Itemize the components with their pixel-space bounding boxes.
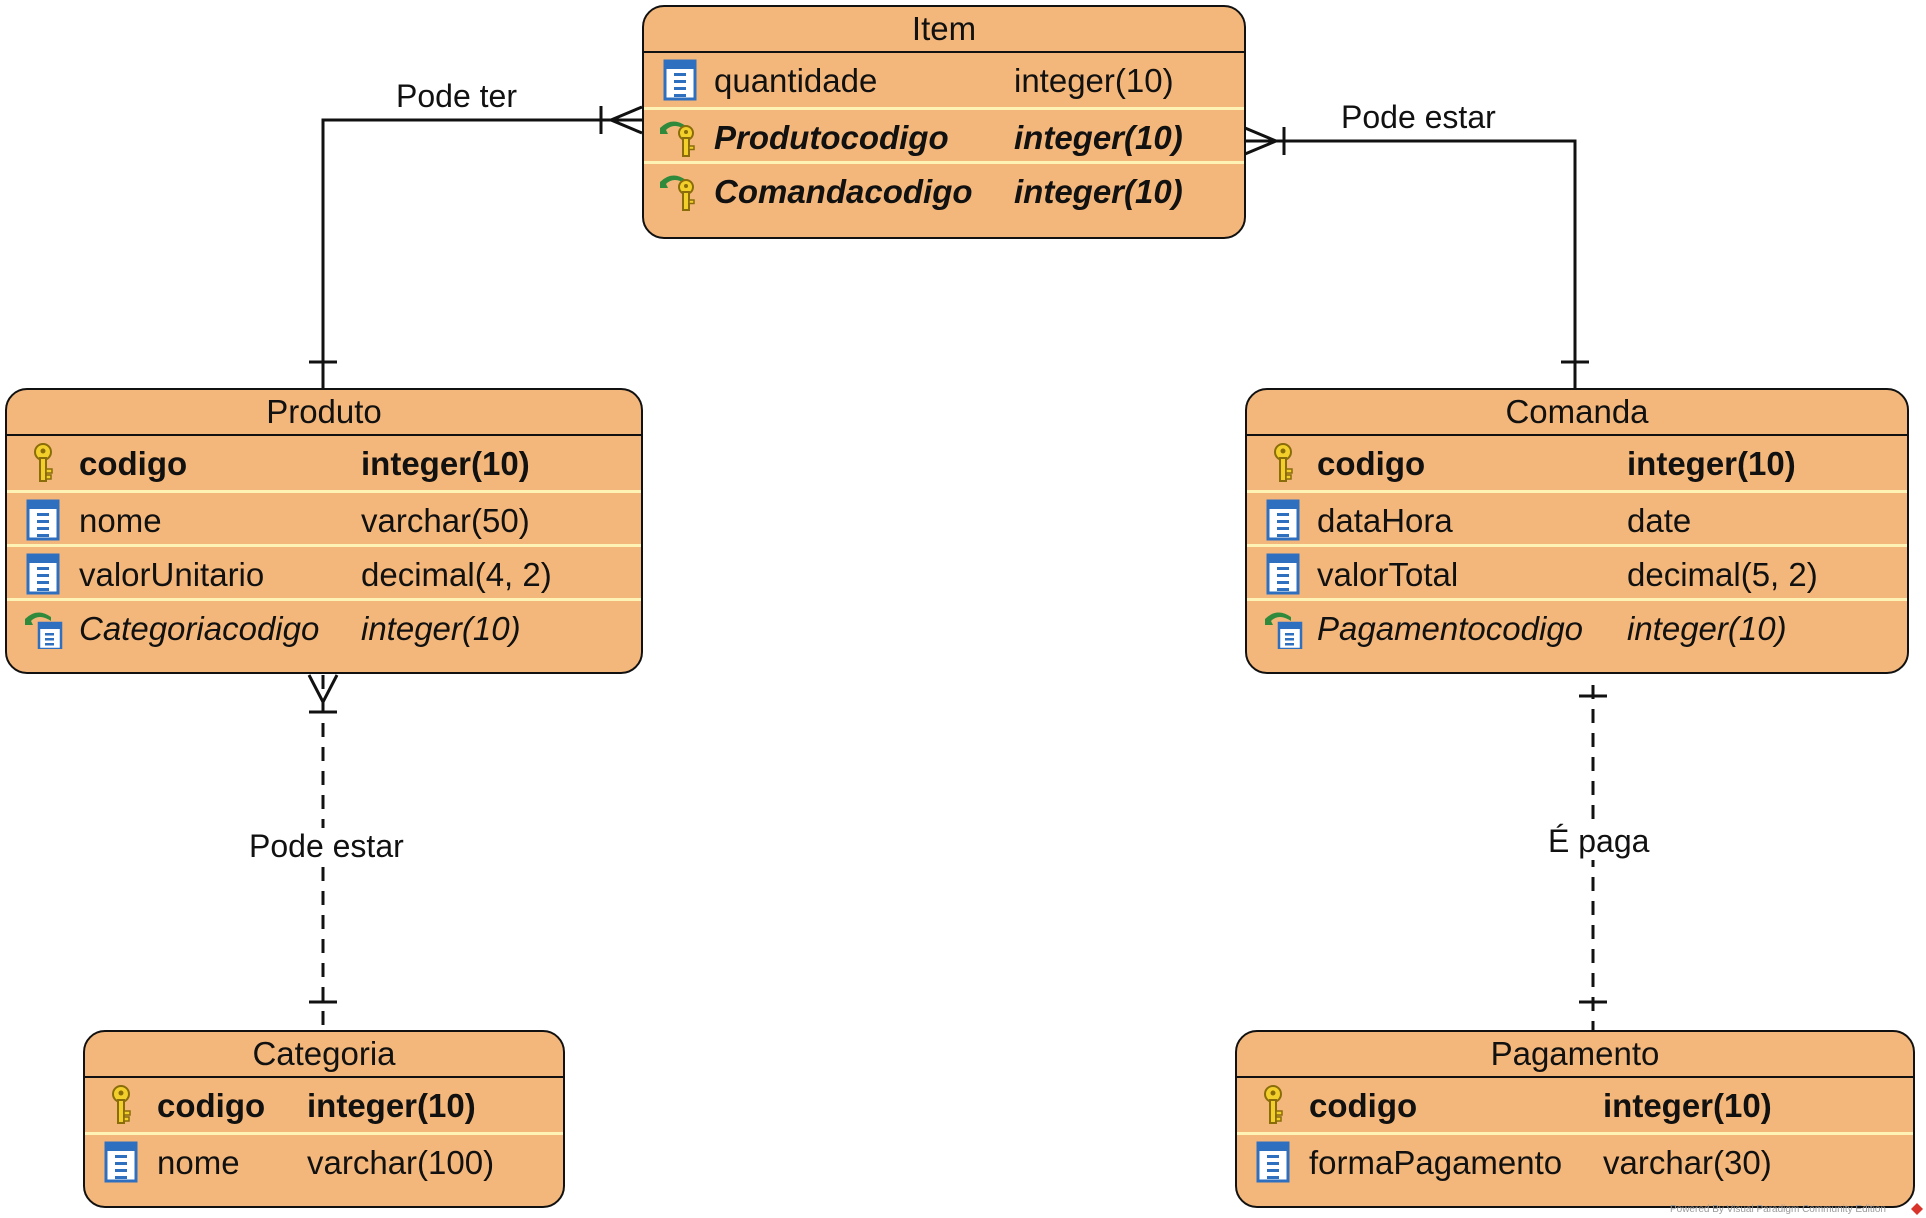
column-type: decimal(5, 2) [1627,556,1818,593]
column-name: Pagamentocodigo [1317,610,1584,647]
column-row[interactable]: codigo integer(10) [7,436,641,490]
rel-line-pode-ter [321,118,642,390]
column-name: quantidade [714,62,878,99]
column-type: integer(10) [1603,1087,1772,1124]
column-row[interactable]: Categoriacodigo integer(10) [7,598,641,652]
column-type: date [1627,502,1692,539]
column-row[interactable]: Comandacodigo integer(10) [644,161,1244,215]
column-row[interactable]: codigo integer(10) [85,1078,563,1132]
rel-label-e-paga: É paga [1546,823,1652,860]
column-row[interactable]: valorTotal decimal(5, 2) [1247,544,1907,598]
column-name: codigo [157,1087,266,1124]
rel-line-pode-estar-comanda [1245,139,1577,390]
entity-title: Comanda [1247,390,1907,436]
column-type: integer(10) [361,445,530,482]
column-row[interactable]: nome varchar(100) [85,1132,563,1186]
column-type: integer(10) [1014,173,1183,210]
column-type: integer(10) [1014,62,1174,99]
column-name: codigo [79,445,188,482]
column-icon [660,59,700,101]
rel-label-pode-ter: Pode ter [396,78,517,114]
column-name: codigo [1309,1087,1418,1124]
column-list: codigo integer(10) formaPagamento varchar(3… [1237,1078,1913,1186]
column-list: quantidade integer(10) Produtocodigo intege… [644,53,1244,215]
column-name: dataHora [1317,502,1453,539]
column-type: integer(10) [307,1087,476,1124]
column-type: integer(10) [361,610,521,647]
column-icon [23,499,63,541]
primary-key-icon [101,1084,141,1126]
footer-credit: Powered By Visual Paradigm Community Edi… [1669,1204,1886,1215]
entity-categoria[interactable]: Categoria codigo integer(10) nome varchar(1… [83,1030,565,1208]
column-row[interactable]: codigo integer(10) [1247,436,1907,490]
many-crow-produto [307,674,339,706]
entity-produto[interactable]: Produto codigo integer(10) nome varchar(50)… [5,388,643,674]
column-row[interactable]: Produtocodigo integer(10) [644,107,1244,161]
column-list: codigo integer(10) dataHora date valorTotal d… [1247,436,1907,652]
column-icon [1263,553,1303,595]
column-type: integer(10) [1014,119,1183,156]
column-name: nome [157,1144,240,1181]
column-row[interactable]: nome varchar(50) [7,490,641,544]
many-crow-item-left [607,105,643,135]
column-type: varchar(50) [361,502,530,539]
column-name: nome [79,502,162,539]
column-row[interactable]: formaPagamento varchar(30) [1237,1132,1913,1186]
column-type: decimal(4, 2) [361,556,552,593]
entity-title: Item [644,7,1244,53]
entity-item[interactable]: Item quantidade integer(10) Produtocodigo i… [642,5,1246,239]
column-row[interactable]: codigo integer(10) [1237,1078,1913,1132]
primary-key-icon [1263,442,1303,484]
column-type: integer(10) [1627,445,1796,482]
column-name: Categoriacodigo [79,610,320,647]
column-name: Produtocodigo [714,119,949,156]
column-row[interactable]: dataHora date [1247,490,1907,544]
foreign-key-icon [1263,607,1303,651]
column-icon [23,553,63,595]
column-row[interactable]: quantidade integer(10) [644,53,1244,107]
column-type: varchar(30) [1603,1144,1772,1181]
column-type: integer(10) [1627,610,1787,647]
primary-key-icon [23,442,63,484]
column-icon [1253,1141,1293,1183]
primary-key-icon [1253,1084,1293,1126]
rel-label-pode-estar-comanda: Pode estar [1341,99,1496,135]
many-crow-item-right [1244,126,1280,156]
entity-title: Pagamento [1237,1032,1913,1078]
foreign-key-icon [23,607,63,651]
entity-title: Produto [7,390,641,436]
column-name: codigo [1317,445,1426,482]
primary-foreign-key-icon [660,116,700,158]
entity-title: Categoria [85,1032,563,1078]
column-name: Comandacodigo [714,173,973,210]
column-icon [101,1141,141,1183]
column-name: valorUnitario [79,556,265,593]
column-list: codigo integer(10) nome varchar(100) [85,1078,563,1186]
rel-label-pode-estar-categoria: Pode estar [247,828,406,865]
visual-paradigm-logo-icon [1911,1203,1923,1215]
column-name: valorTotal [1317,556,1459,593]
column-name: formaPagamento [1309,1144,1563,1181]
entity-comanda[interactable]: Comanda codigo integer(10) dataHora date val… [1245,388,1909,674]
column-type: varchar(100) [307,1144,495,1181]
entity-pagamento[interactable]: Pagamento codigo integer(10) formaPagament… [1235,1030,1915,1208]
column-row[interactable]: valorUnitario decimal(4, 2) [7,544,641,598]
column-list: codigo integer(10) nome varchar(50) valorUni… [7,436,641,652]
primary-foreign-key-icon [660,170,700,212]
column-icon [1263,499,1303,541]
column-row[interactable]: Pagamentocodigo integer(10) [1247,598,1907,652]
